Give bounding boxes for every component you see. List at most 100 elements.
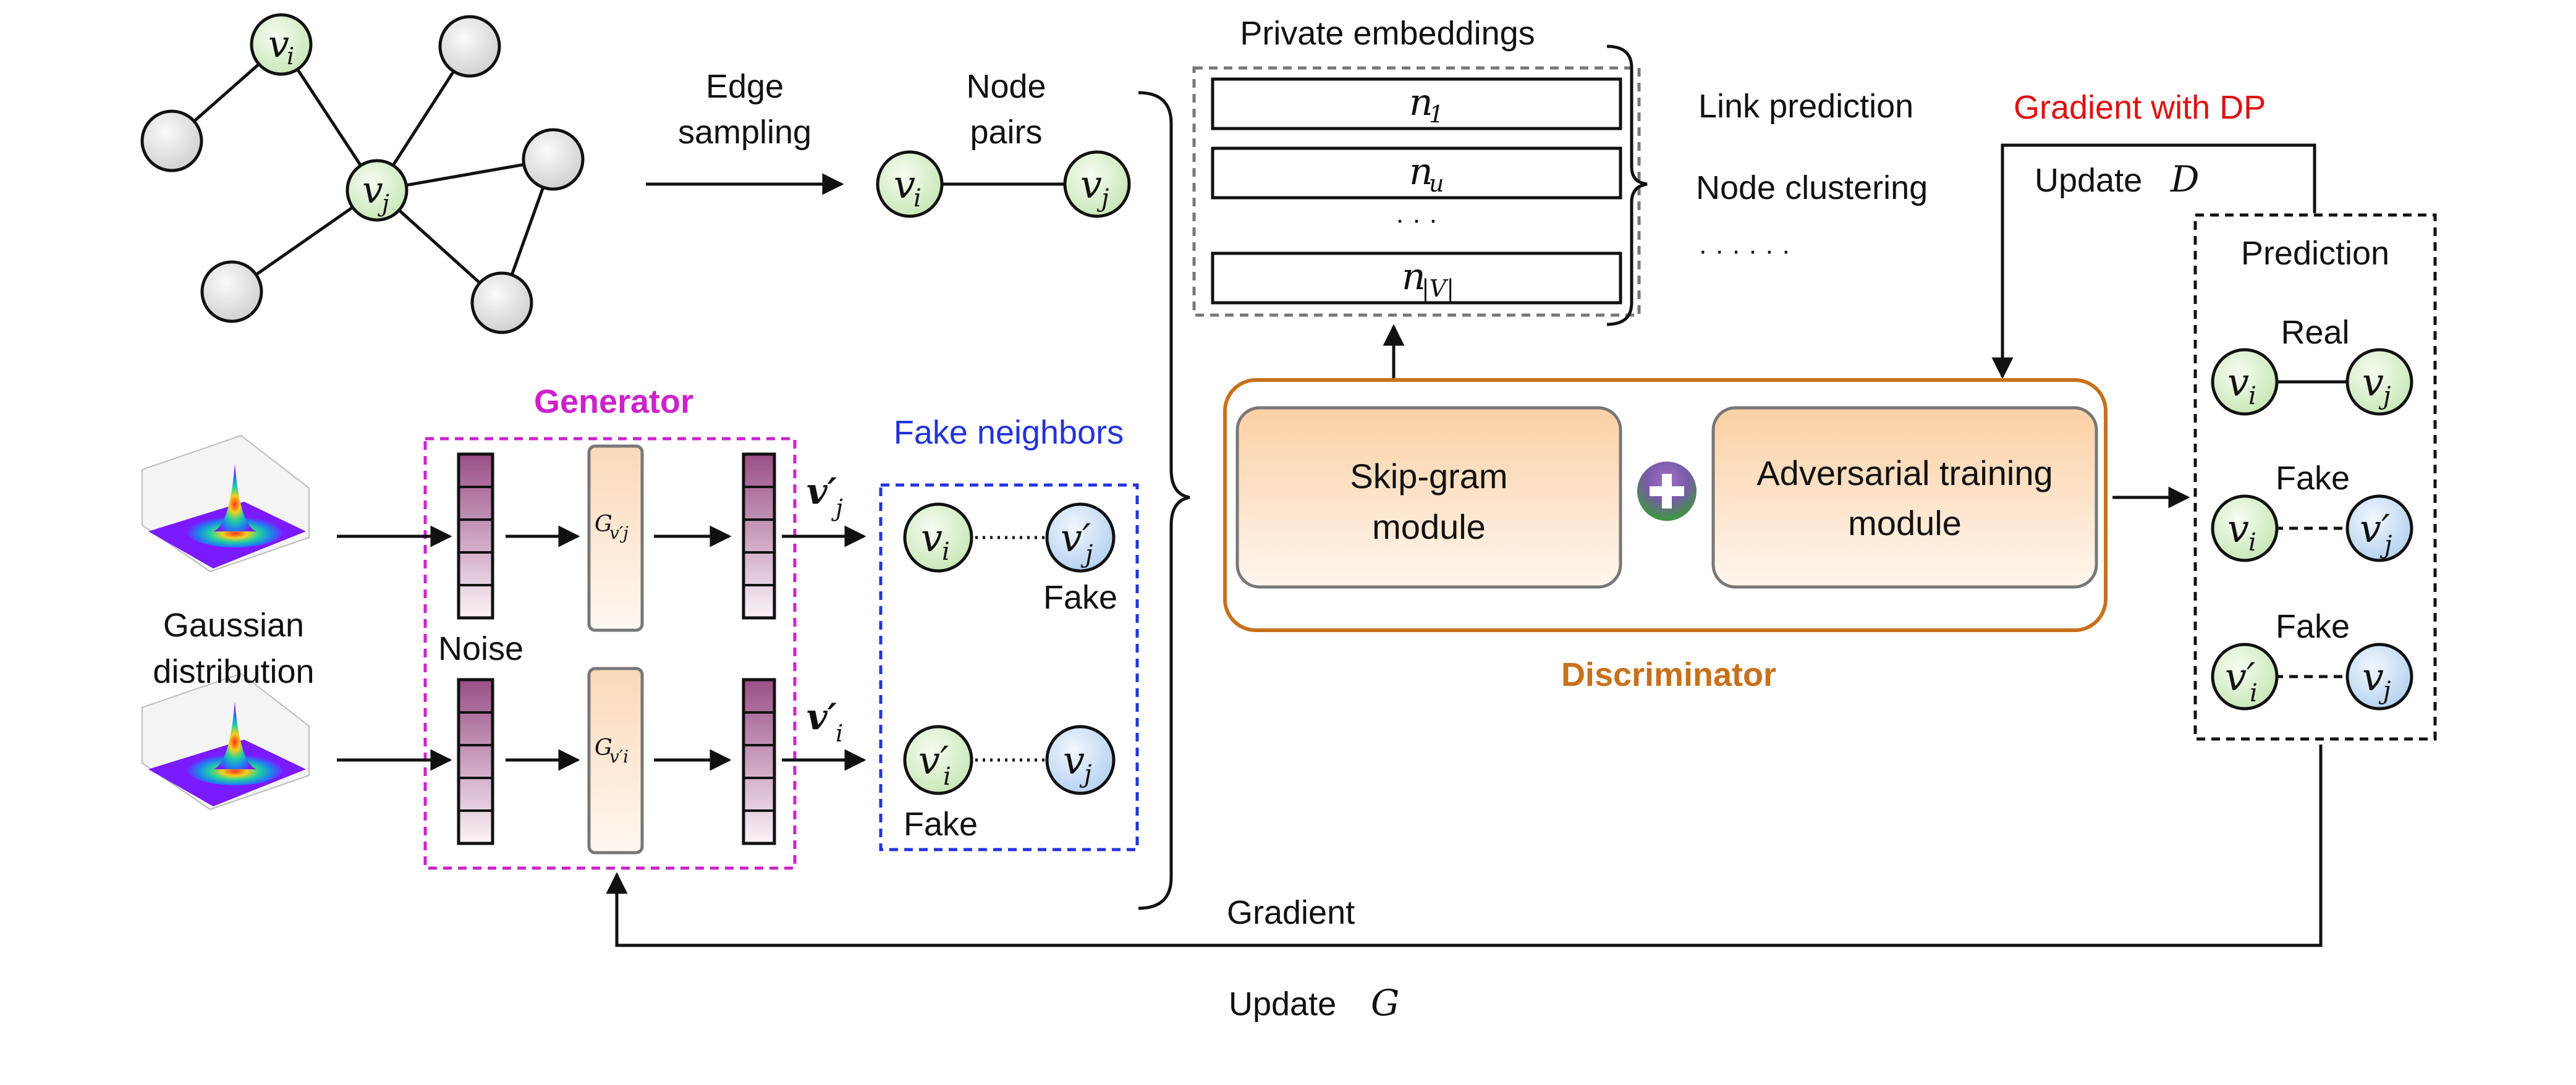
generated-vector-top (742, 452, 776, 620)
graph-node (200, 260, 263, 323)
svg-text:Skip-gram: Skip-gram (1350, 457, 1507, 496)
update-d-arrow (1991, 143, 2316, 379)
update-d-label: Update (2035, 162, 2142, 199)
svg-text:G: G (595, 512, 612, 537)
input-graph: v i v j (140, 13, 585, 334)
svg-text:n: n (1402, 255, 1426, 298)
prediction-real-pair: v i v j (2211, 348, 2413, 416)
private-embeddings-box (1192, 66, 1641, 317)
svg-text:G: G (1371, 982, 1399, 1024)
discriminator-label: Discriminator (1561, 656, 1776, 693)
private-embeddings-title: Private embeddings (1240, 15, 1535, 52)
fake-vj-vector-label: v′ (807, 470, 837, 512)
svg-text:v: v (1063, 738, 1085, 783)
svg-text:module: module (1848, 504, 1962, 542)
graph-node-vj-label: v (362, 169, 383, 212)
svg-text:v: v (2227, 506, 2249, 551)
gaussian-plot-top (142, 434, 310, 573)
svg-text:n: n (1409, 150, 1433, 193)
prediction-fake-label-1: Fake (2276, 460, 2350, 497)
graph-node (522, 128, 585, 191)
svg-text:v: v (921, 515, 943, 560)
fake-neighbors-label: Fake neighbors (894, 414, 1124, 451)
svg-text:pairs: pairs (970, 114, 1042, 151)
svg-text:v′: v′ (2360, 506, 2390, 551)
svg-text:i: i (913, 184, 922, 213)
edge-sampling-label: Edge (706, 68, 784, 105)
svg-text:1: 1 (1429, 101, 1444, 128)
gradient-label: Gradient (1227, 894, 1355, 931)
gradient-dp-label: Gradient with DP (2014, 89, 2266, 126)
skipgram-module (1235, 406, 1622, 589)
embedding-dots: · · · (1396, 205, 1438, 235)
generator-box (423, 437, 797, 870)
fake-neighbor-label-bottom: Fake (904, 806, 978, 843)
svg-text:v: v (2362, 654, 2384, 699)
update-g-arrow (606, 745, 2323, 947)
svg-text:v: v (2362, 360, 2384, 405)
generator-label: Generator (534, 383, 693, 420)
svg-text:v′: v′ (918, 738, 949, 783)
graph-node (470, 271, 533, 334)
graph-node-vi-label: v (268, 23, 289, 66)
fake-vi-vector-label: v′ (807, 696, 837, 738)
noise-label: Noise (438, 630, 523, 667)
svg-text:G: G (595, 735, 612, 761)
graph-node (438, 15, 501, 78)
prediction-fake-pair-1: v i v′ j (2211, 494, 2413, 562)
svg-text:i: i (2248, 528, 2256, 557)
graph-node-vi (250, 13, 313, 76)
node-pairs-label: Node (966, 68, 1046, 105)
adversarial-training-module (1711, 406, 2098, 589)
prediction-title: Prediction (2241, 235, 2389, 272)
prediction-fake-pair-2: v′ i v j (2211, 643, 2413, 711)
svg-text:v′: v′ (2225, 654, 2255, 699)
svg-text:i: i (2250, 679, 2258, 707)
gaussian-label: Gaussian (163, 607, 304, 644)
svg-text:i: i (942, 538, 950, 566)
input-brace (1138, 91, 1190, 910)
fake-neighbors-box (879, 483, 1139, 851)
svg-text:i: i (2248, 382, 2256, 410)
node-pair: v i v j (876, 150, 1131, 218)
svg-text:v′: v′ (1061, 515, 1091, 560)
svg-text:v′j: v′j (609, 523, 629, 543)
svg-text:i: i (287, 43, 294, 70)
update-g-label: Update (1229, 986, 1336, 1023)
generator-vi-box (587, 667, 644, 855)
prediction-real-label: Real (2281, 314, 2349, 351)
svg-text:v: v (894, 162, 915, 207)
svg-text:Adversarial training: Adversarial training (1756, 454, 2053, 492)
tasks-brace (1606, 44, 1648, 326)
svg-text:sampling: sampling (678, 114, 811, 151)
graph-node-vj (345, 159, 409, 222)
svg-text:v: v (2227, 360, 2249, 405)
prediction-fake-label-2: Fake (2276, 608, 2350, 645)
graph-node (140, 109, 203, 172)
fake-neighbor-pair-top: v i v′ j (903, 502, 1116, 573)
svg-text:u: u (1429, 170, 1444, 197)
svg-text:i: i (836, 720, 843, 747)
fake-neighbor-label-top: Fake (1043, 579, 1117, 616)
generated-vector-bottom (742, 678, 776, 845)
embedding-nu (1211, 146, 1622, 200)
fake-neighbor-pair-bottom: v′ i v j (903, 725, 1116, 795)
svg-text:v′i: v′i (609, 746, 629, 767)
task-node-clustering: Node clustering (1696, 169, 1928, 206)
plus-icon (1637, 462, 1697, 521)
svg-text:D: D (2170, 158, 2200, 200)
embedding-nv (1211, 251, 1622, 305)
noise-vector-bottom (457, 678, 494, 845)
svg-text:module: module (1372, 507, 1486, 546)
svg-text:v: v (1080, 162, 1102, 207)
svg-text:n: n (1409, 81, 1433, 124)
svg-text:distribution: distribution (153, 653, 314, 690)
task-ellipsis: · · · · · · (1698, 235, 1790, 266)
generator-vj-box (587, 444, 644, 632)
svg-text:i: i (943, 762, 951, 791)
svg-text:|V|: |V| (1421, 275, 1454, 302)
noise-vector-top (457, 452, 494, 620)
gaussian-plot-bottom (142, 672, 310, 811)
embedding-n1 (1211, 77, 1622, 130)
